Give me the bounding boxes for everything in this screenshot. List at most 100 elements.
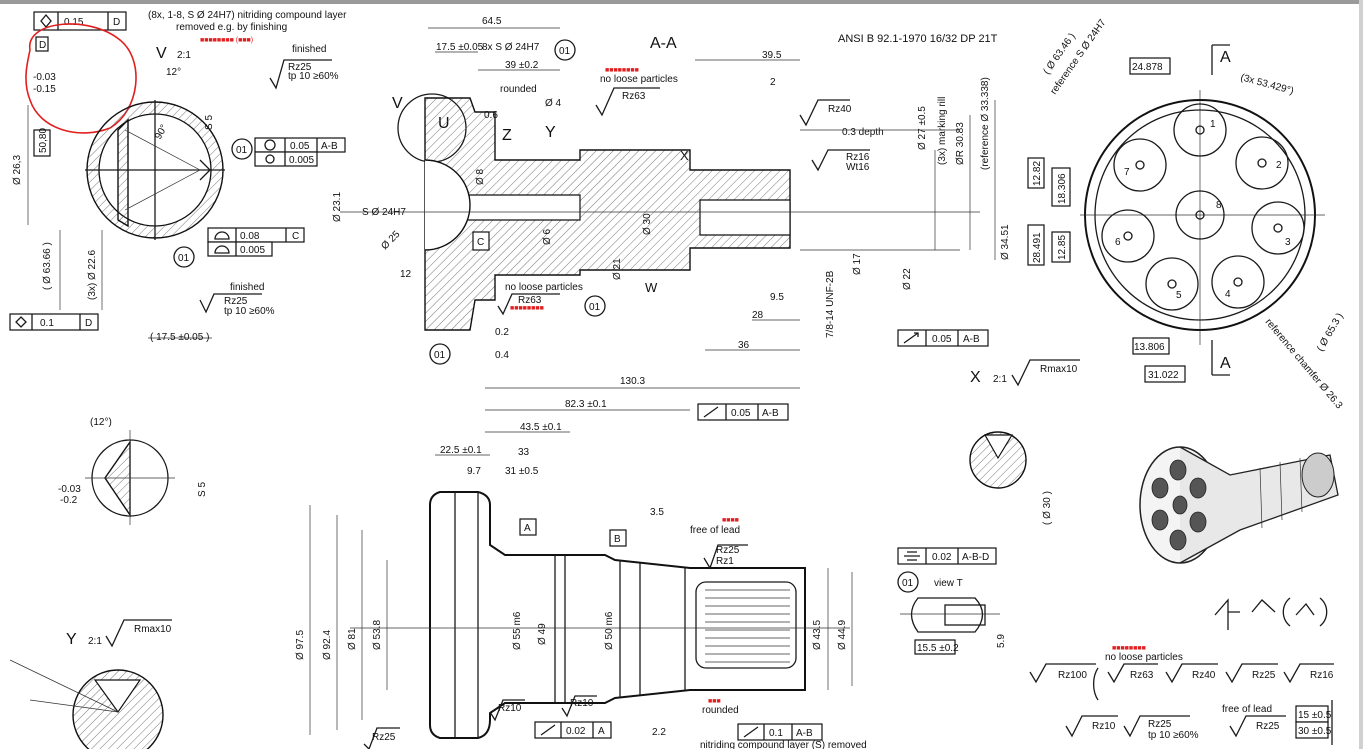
- depth-03: 0.3 depth: [842, 127, 884, 138]
- tolerance-value: 0.15: [64, 17, 84, 28]
- tol-01: 0.1: [40, 318, 54, 329]
- dim-minus-003: -0.03: [33, 72, 56, 83]
- surface-finish-icon: [1011, 359, 1080, 387]
- dim-231: Ø 23.1: [332, 192, 343, 222]
- dim-263: Ø 26,3: [12, 155, 23, 185]
- dim-59: 5.9: [996, 634, 1007, 648]
- dim-435: 43.5 ±0.1: [520, 422, 562, 433]
- dim-21: Ø 21: [612, 258, 623, 280]
- dim-s-24h7: S Ø 24H7: [362, 207, 406, 218]
- table-15: 15 ±0.5: [1298, 710, 1332, 721]
- rz25-f: Rz25: [1148, 719, 1172, 730]
- dim-155: 15.5 ±0.2: [917, 643, 959, 654]
- dim-25: Ø 25: [379, 229, 402, 252]
- ansi-note: ANSI B 92.1-1970 16/32 DP 21T: [838, 33, 998, 45]
- runout-icon: [903, 332, 919, 344]
- rmax10-b: Rmax10: [134, 624, 172, 635]
- dim-12deg: (12°): [90, 417, 112, 428]
- spline-teeth: [705, 589, 790, 663]
- free-of-lead-b: free of lead: [1222, 704, 1272, 715]
- dim-s5b: S 5: [197, 482, 208, 497]
- dim-8x-s: 8x S Ø 24H7: [482, 42, 540, 53]
- rz25-label-b: Rz25: [224, 296, 248, 307]
- bore-3: 3: [1285, 237, 1291, 248]
- dim-175-b: 17.5 ±0.05: [436, 42, 484, 53]
- callout-01d: 01: [589, 302, 601, 313]
- flatness-icon-b: [15, 316, 27, 328]
- dim-8: Ø 8: [475, 168, 486, 185]
- detail-w: W: [645, 280, 658, 295]
- part-3d-render: [1139, 446, 1339, 564]
- dim-13806: 13.806: [1134, 342, 1165, 353]
- dim-33: 33: [518, 447, 530, 458]
- rz25-e: Rz25: [1252, 670, 1276, 681]
- runout-icon-b: [703, 406, 719, 418]
- red-note-round: ■■■: [708, 698, 721, 705]
- datum-c-b: C: [477, 237, 484, 248]
- bottom-note: nitriding compound layer (S) removed: [700, 740, 867, 749]
- dim-538: Ø 53.8: [372, 620, 383, 650]
- bore-6: 6: [1115, 237, 1121, 248]
- tol-002-a: 0.02: [566, 726, 586, 737]
- datum-ab-c: A-B: [762, 408, 779, 419]
- view-t: view T: [934, 578, 963, 589]
- dim-975: Ø 97.5: [295, 630, 306, 660]
- surface-finish-icon-b: [105, 619, 172, 648]
- dim-04: 0.4: [495, 350, 509, 361]
- no-loose-c: no loose particles: [1105, 652, 1183, 663]
- tol-008: 0.08: [240, 231, 260, 242]
- view-v-detail: 0.15 D D -0.03 -0.15 (8x, 1-8, S Ø 24H7)…: [9, 10, 347, 343]
- scale-label: 2:1: [177, 50, 191, 61]
- dim-645: 64.5: [482, 16, 502, 27]
- dim-55: Ø 55 m6: [512, 611, 523, 650]
- callout-01f: 01: [902, 578, 914, 589]
- nitriding-note: (8x, 1-8, S Ø 24H7) nitriding compound l…: [148, 10, 347, 21]
- dim-226: (3x) Ø 22.6: [87, 250, 98, 300]
- dim-49: Ø 49: [537, 623, 548, 645]
- callout-01b: 01: [178, 253, 190, 264]
- surface-finish-table: ■■■■■■■■ no loose particles Rz100 Rz63 R…: [1029, 597, 1334, 745]
- dim-3451: Ø 34.51: [1000, 224, 1011, 260]
- dim-6366: ( Ø 63.66 ): [42, 242, 53, 290]
- red-note-b: ■■■■■■■■: [510, 305, 544, 312]
- rz63-c: Rz63: [1130, 670, 1154, 681]
- dim-4: Ø 4: [545, 98, 562, 109]
- view-t-detail: 0.02 A-B-D 01 view T 15.5 ±0.2 5.9: [897, 547, 1007, 655]
- dim-95: 9.5: [770, 292, 784, 303]
- rz25-c: Rz25: [716, 545, 740, 556]
- view-v-marker: V: [392, 95, 403, 112]
- detail-y: Y: [545, 124, 556, 141]
- section-a-top: A: [1220, 49, 1231, 66]
- callout-01c: 01: [559, 46, 571, 57]
- shaft-side-view: 130.3 82.3 ±0.1 0.05 A-B 43.5 ±0.1 22.5 …: [295, 376, 867, 749]
- finished-label-b: finished: [230, 282, 264, 293]
- rz100: Rz100: [1058, 670, 1087, 681]
- dim-33338: (reference Ø 33.338): [980, 77, 991, 170]
- dim-277: Ø 27 ±0.5: [917, 106, 928, 150]
- datum-b: B: [614, 534, 621, 545]
- angle-12: 12°: [166, 67, 181, 78]
- dim-36: 36: [738, 340, 750, 351]
- dim-2: 2: [770, 77, 776, 88]
- dim-97: 9.7: [467, 466, 481, 477]
- tp10-label: tp 10 ≥60%: [288, 71, 339, 82]
- rmax10-a: Rmax10: [1040, 364, 1078, 375]
- bore-7: 7: [1124, 167, 1130, 178]
- dim-435b: Ø 43.5: [812, 620, 823, 650]
- wt16: Wt16: [846, 162, 870, 173]
- tp10-label-b: tp 10 ≥60%: [224, 306, 275, 317]
- dim-924: Ø 92.4: [322, 630, 333, 660]
- rounded-b: rounded: [702, 705, 739, 716]
- datum-ab-b: A-B: [963, 334, 980, 345]
- rz16-a: Rz16: [846, 152, 870, 163]
- rz10-b: Rz10: [570, 698, 594, 709]
- dim-225: 22.5 ±0.1: [440, 445, 482, 456]
- tp10-c: tp 10 ≥60%: [1148, 730, 1199, 741]
- dim-unf: 7/8-14 UNF-2B: [825, 270, 836, 338]
- dim-3083: ØR 30.83: [955, 122, 966, 165]
- tol-0005: 0.005: [289, 155, 314, 166]
- dim-39: 39 ±0.2: [505, 60, 539, 71]
- callout-01e: 01: [434, 350, 446, 361]
- window-top-edge: [0, 0, 1363, 4]
